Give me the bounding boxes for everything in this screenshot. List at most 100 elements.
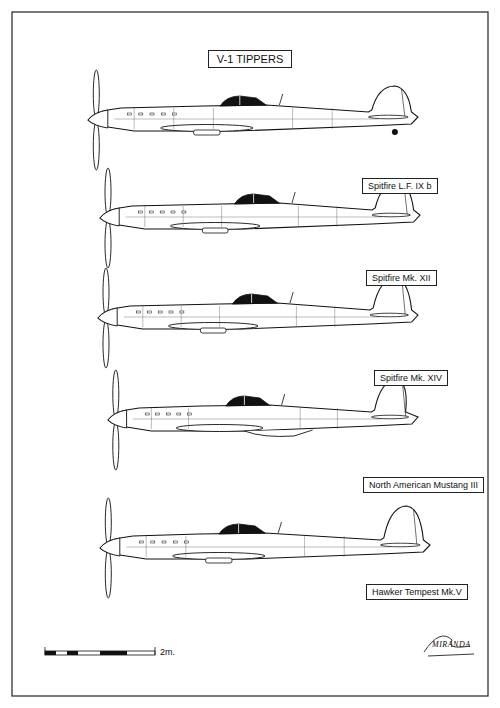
exhaust-stub [151, 541, 155, 543]
aircraft-name: Hawker Tempest Mk.V [366, 584, 468, 600]
spinner [100, 538, 120, 556]
rudder-line [402, 89, 405, 116]
aircraft-profile [108, 370, 418, 470]
sheet-border [12, 12, 488, 696]
panel-line [185, 536, 186, 557]
propeller-blade [103, 268, 109, 316]
radiator [202, 228, 228, 233]
exhaust-stub [158, 311, 162, 313]
exhaust-stub [138, 211, 142, 213]
propeller-blade [105, 220, 111, 268]
aircraft-name: Spitfire Mk. XII [366, 270, 437, 286]
exhaust-stub [180, 311, 184, 313]
aircraft-name: Spitfire Mk. XIV [374, 370, 448, 386]
antenna-mast [290, 292, 293, 303]
canopy [234, 194, 279, 204]
exhaust-stub [162, 541, 166, 543]
propeller-blade [103, 320, 109, 368]
radiator [206, 558, 232, 563]
panel-line [292, 108, 293, 129]
exhaust-stub [169, 311, 173, 313]
wing [176, 425, 263, 432]
fuselage [108, 380, 418, 431]
tailplane [372, 415, 409, 419]
spinner [98, 308, 117, 326]
panel-line [221, 206, 222, 227]
fuselage [100, 506, 430, 559]
panel-line [181, 306, 182, 327]
panel-line [336, 206, 337, 227]
exhaust-stub [177, 413, 181, 415]
antenna-mast [278, 522, 281, 533]
exhaust-stub [150, 113, 154, 115]
propeller-blade [93, 122, 99, 170]
canopy-frame [238, 524, 239, 533]
panel-line [219, 306, 220, 327]
fuselage [88, 86, 418, 131]
scale-label: 2m. [160, 647, 175, 657]
canopy-frame [253, 194, 254, 203]
signature-flourish [424, 636, 474, 656]
exhaust-stub [139, 113, 143, 115]
aircraft-name: Spitfire L.F. IX b [362, 178, 438, 194]
antenna-mast [292, 192, 295, 203]
canopy [220, 96, 266, 106]
canopy-frame [251, 294, 252, 303]
tailplane [370, 313, 408, 317]
tailplane [369, 115, 409, 119]
exhaust-stub [149, 211, 153, 213]
propeller-blade [113, 370, 119, 418]
exhaust-stub [182, 211, 186, 213]
aircraft-name: North American Mustang III [363, 477, 484, 493]
exhaust-stub [140, 541, 144, 543]
propeller-blade [93, 70, 99, 118]
tailplane [381, 543, 421, 547]
panel-line [337, 408, 338, 429]
exhaust-stub [187, 413, 191, 415]
rudder-line [403, 383, 406, 416]
panel-line [188, 408, 189, 429]
panel-line [332, 108, 333, 129]
radiator [194, 130, 220, 135]
panel-line [146, 536, 147, 557]
exhaust-stub [156, 413, 160, 415]
propeller-blade [105, 498, 111, 546]
canopy-frame [244, 396, 245, 405]
canopy-frame [239, 96, 240, 105]
exhaust-stub [160, 211, 164, 213]
exhaust-stub [173, 541, 177, 543]
exhaust-stub [147, 311, 151, 313]
panel-line [173, 108, 174, 129]
panel-line [134, 108, 135, 129]
panel-line [298, 206, 299, 227]
canopy [232, 294, 277, 304]
canopy [219, 524, 265, 534]
panel-line [296, 306, 297, 327]
exhaust-stub [136, 311, 140, 313]
antenna-mast [279, 94, 282, 105]
radiator [200, 328, 226, 333]
panel-line [304, 536, 305, 557]
exhaust-stub [166, 413, 170, 415]
canopy [226, 396, 269, 406]
aircraft-profiles [88, 70, 430, 598]
exhaust-stub [128, 113, 132, 115]
panel-line [126, 547, 390, 548]
rudder-line [414, 509, 417, 544]
exhaust-stub [173, 113, 177, 115]
exhaust-stub [145, 413, 149, 415]
panel-line [213, 108, 214, 129]
panel-line [183, 206, 184, 227]
panel-line [344, 536, 345, 557]
panel-line [133, 419, 381, 420]
spinner [108, 410, 127, 428]
exhaust-stub [171, 211, 175, 213]
propeller-blade [105, 168, 111, 216]
panel-line [126, 217, 382, 218]
belly-scoop [244, 430, 312, 436]
panel-line [334, 306, 335, 327]
propeller-blade [105, 550, 111, 598]
tail-wheel [392, 129, 398, 135]
spinner [88, 110, 108, 128]
